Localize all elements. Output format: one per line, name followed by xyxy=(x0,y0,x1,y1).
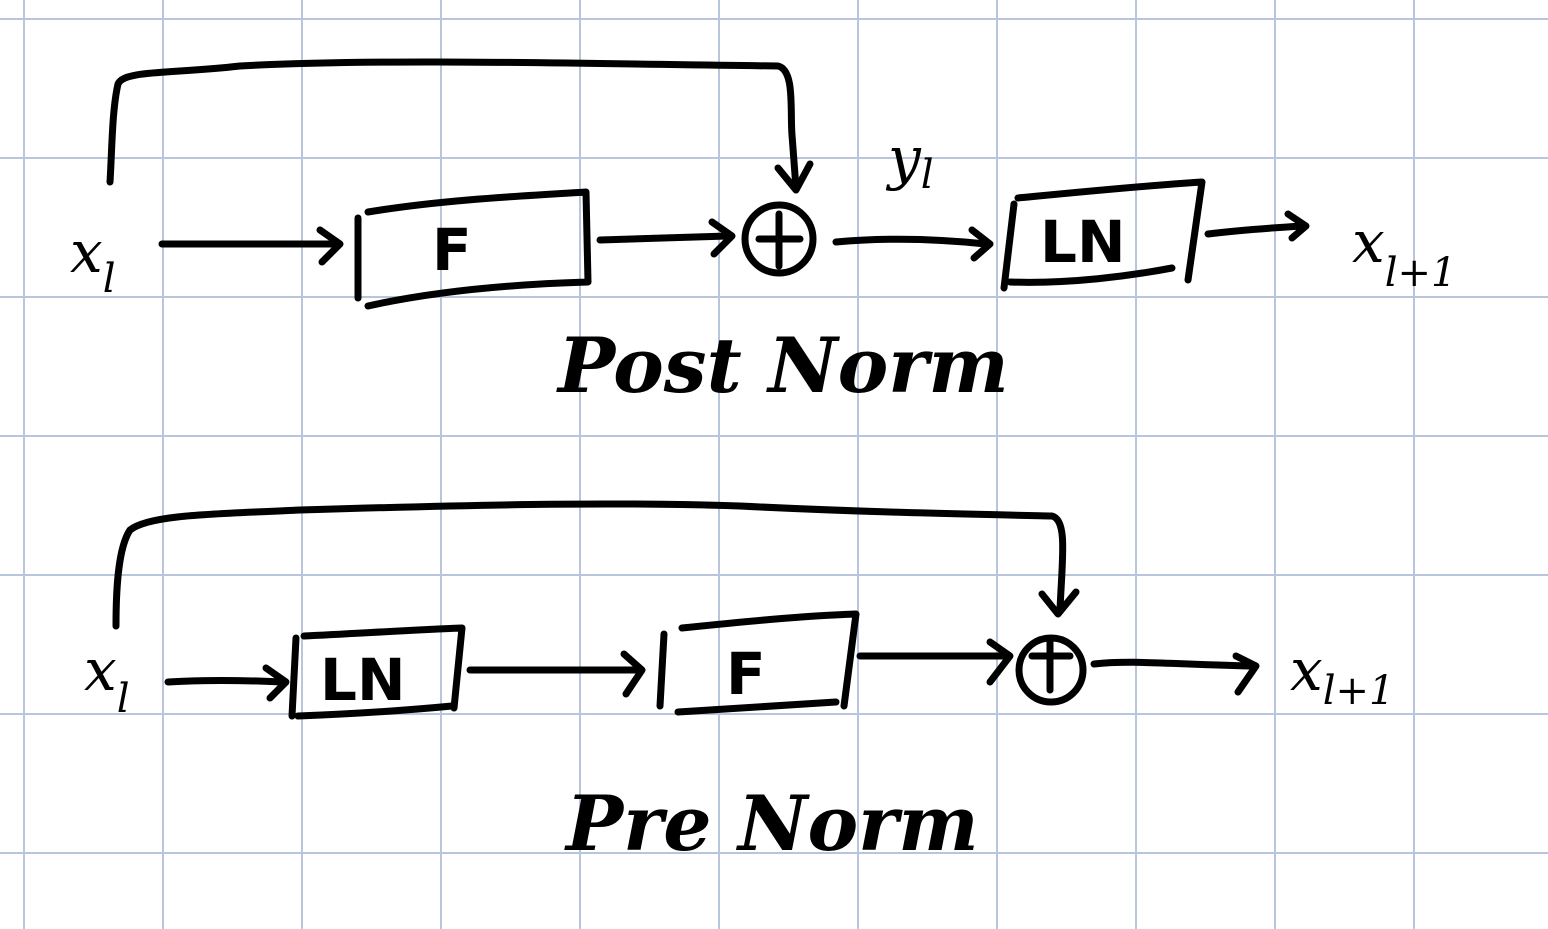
pre-norm-input-sub: l xyxy=(117,676,130,722)
post-norm-arrow-to-output-head xyxy=(1284,210,1310,242)
pre-norm-arrow-to-sum-head xyxy=(986,638,1014,686)
post-norm-intermediate-label: yl xyxy=(885,124,934,198)
pre-norm-f-box xyxy=(656,610,860,716)
post-norm-skip-arrowhead xyxy=(774,160,814,194)
pre-norm-arrow-to-ln xyxy=(164,677,286,686)
post-norm-arrow-to-sum xyxy=(596,232,732,244)
post-norm-arrow-to-output xyxy=(1204,222,1306,238)
post-norm-ln-label: LN xyxy=(1040,208,1126,276)
pre-norm-f-label: F xyxy=(726,640,766,708)
post-norm-caption: Post Norm xyxy=(556,321,1009,410)
pre-norm-caption: Pre Norm xyxy=(564,779,979,868)
post-norm-output-sub: l+1 xyxy=(1385,250,1457,296)
pre-norm-skip-arrowhead xyxy=(1038,588,1080,618)
pre-norm-arrow-to-output-head xyxy=(1232,652,1260,696)
post-norm-f-box xyxy=(354,188,592,310)
post-norm-arrow-to-f-head xyxy=(316,226,344,266)
post-norm-intermediate-sub: l xyxy=(921,152,934,198)
post-norm-arrow-to-ln-head xyxy=(968,226,994,262)
post-norm-ln-box xyxy=(1000,178,1206,292)
pre-norm-arrow-to-output xyxy=(1090,658,1254,670)
pre-norm-output-var: x xyxy=(1290,636,1323,704)
pre-norm-ln-label: LN xyxy=(320,646,406,714)
pre-norm-input-label: xl xyxy=(84,636,130,722)
post-norm-arrow-to-ln xyxy=(832,235,990,248)
post-norm-input-label: xl xyxy=(70,218,116,302)
pre-norm-input-var: x xyxy=(84,636,117,704)
pre-norm-diagram: xl LN F xl+1 Pre Norm xyxy=(84,500,1394,868)
post-norm-output-var: x xyxy=(1352,208,1385,276)
post-norm-output-label: xl+1 xyxy=(1352,208,1456,296)
pre-norm-ln-box xyxy=(288,624,466,720)
post-norm-sum-node xyxy=(741,201,817,277)
post-norm-skip-connection xyxy=(106,58,800,192)
post-norm-f-label: F xyxy=(432,216,472,284)
pre-norm-arrow-to-f-head xyxy=(620,650,646,698)
post-norm-intermediate-var: y xyxy=(885,124,922,192)
post-norm-input-var: x xyxy=(70,218,103,286)
pre-norm-output-sub: l+1 xyxy=(1323,668,1395,714)
pre-norm-sum-node xyxy=(1015,634,1087,706)
post-norm-diagram: xl F yl LN xl+1 xyxy=(70,58,1456,410)
post-norm-arrow-to-sum-head xyxy=(708,218,736,258)
pre-norm-arrow-to-ln-head xyxy=(262,664,290,702)
pre-norm-output-label: xl+1 xyxy=(1290,636,1394,714)
post-norm-input-sub: l xyxy=(103,256,116,302)
pre-norm-skip-connection xyxy=(112,500,1067,630)
